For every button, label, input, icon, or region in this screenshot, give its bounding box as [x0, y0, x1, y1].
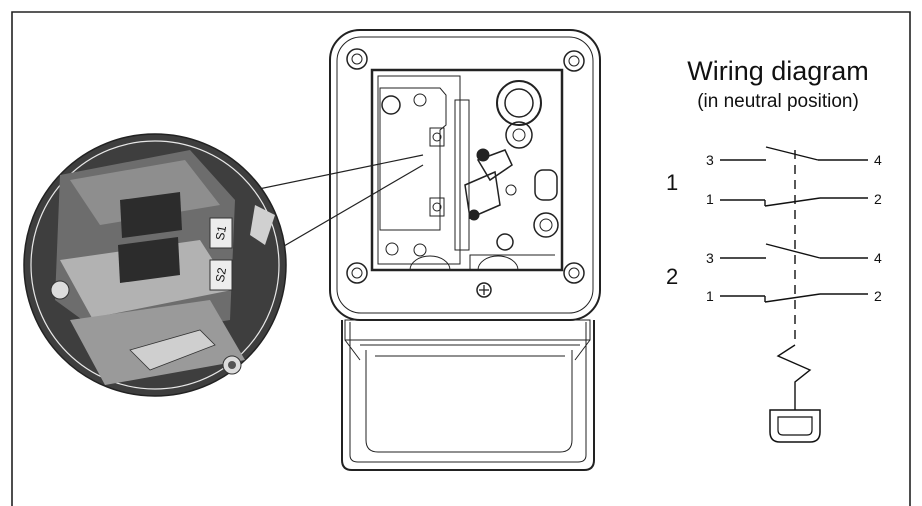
detail-callout: S1 S2 — [23, 133, 424, 397]
switch-label-s1: S1 — [213, 224, 229, 241]
terminal-label: 4 — [874, 250, 882, 266]
terminal-label: 3 — [706, 250, 714, 266]
terminal-label: 3 — [706, 152, 714, 168]
wiring-diagram-title: Wiring diagram — [687, 56, 869, 86]
wiring-diagram-subtitle: (in neutral position) — [697, 91, 859, 112]
terminal-label: 4 — [874, 152, 882, 168]
figure-border — [11, 11, 911, 506]
cross-screw-icon — [476, 282, 492, 298]
corner-screw-icon — [346, 262, 368, 284]
corner-screw-icon — [346, 48, 368, 70]
handle-housing — [341, 319, 595, 471]
terminal-label: 1 — [706, 191, 714, 207]
corner-screw-icon — [563, 50, 585, 72]
corner-screw-icon — [563, 262, 585, 284]
terminal-label: 1 — [706, 288, 714, 304]
wiring-schematic — [720, 146, 868, 410]
switch-group-2-label: 2 — [666, 264, 679, 289]
terminal-label: 2 — [874, 288, 882, 304]
switch-housing — [329, 29, 601, 321]
actuator-head-icon — [769, 409, 821, 443]
switch-group-1-label: 1 — [666, 170, 679, 195]
switch-label-s2: S2 — [213, 266, 229, 283]
terminal-label: 2 — [874, 191, 882, 207]
